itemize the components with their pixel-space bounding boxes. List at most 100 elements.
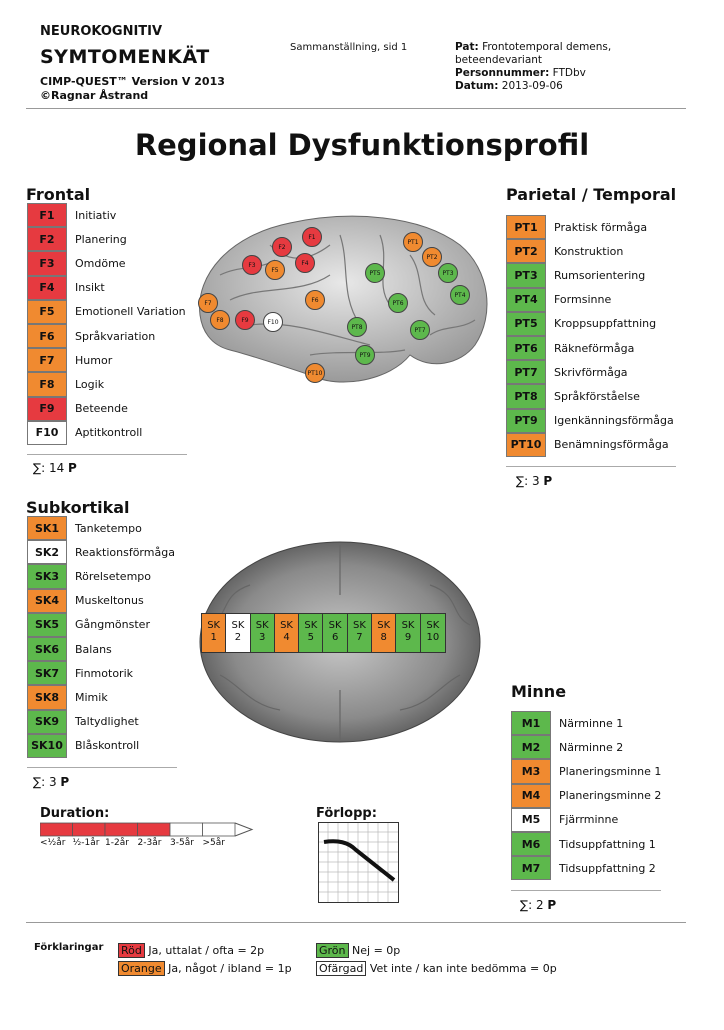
parietal-code: PT6 <box>506 335 546 361</box>
subcortical-sum-value: ∑: 3 <box>33 775 57 789</box>
date-value: 2013-09-06 <box>501 80 563 92</box>
legend-white-text: Vet inte / kan inte bedömma = 0p <box>369 962 557 975</box>
subcortical-sum-unit: P <box>60 775 70 789</box>
parietal-item-pt7: PT7 Skrivförmåga <box>506 360 674 385</box>
parietal-label: Kroppsuppfattning <box>554 317 657 331</box>
subcortical-divider <box>27 767 177 768</box>
sk-bar-prefix: SK <box>255 620 269 631</box>
duration-segment <box>104 822 138 837</box>
subcortical-code: SK5 <box>27 612 67 637</box>
brain-dot-pt3: PT3 <box>438 263 458 283</box>
memory-code: M6 <box>511 831 551 857</box>
legend-white-swatch: Ofärgad <box>316 961 367 976</box>
pat-value-1: Frontotemporal demens, <box>482 41 612 53</box>
pnr-label: Personnummer: <box>455 67 550 79</box>
legend-orange-swatch: Orange <box>118 961 165 976</box>
parietal-label: Räkneförmåga <box>554 341 635 355</box>
subcortical-label: Tanketempo <box>75 521 142 535</box>
sk-bar-number: 2 <box>234 632 242 643</box>
duration-segment <box>137 822 171 837</box>
parietal-label: Konstruktion <box>554 244 624 258</box>
sk-bar-number: 3 <box>259 632 266 643</box>
memory-label: Planeringsminne 2 <box>559 789 662 803</box>
brain-dot-f10: F10 <box>263 312 283 332</box>
patient-info: Pat: Frontotemporal demens, beteendevari… <box>455 41 611 93</box>
subcortical-code: SK1 <box>27 516 67 541</box>
memory-label: Fjärrminne <box>559 813 619 827</box>
parietal-label: Skrivförmåga <box>554 365 628 379</box>
duration-label: 2-3år <box>137 838 162 848</box>
footer-divider <box>26 922 686 923</box>
parietal-label: Igenkänningsförmåga <box>554 414 674 428</box>
memory-label: Tidsuppfattning 2 <box>559 861 656 875</box>
subcortical-label: Rörelsetempo <box>75 569 151 583</box>
form-name-line2: SYMTOMENKÄT <box>40 46 210 68</box>
memory-label: Tidsuppfattning 1 <box>559 837 656 851</box>
duration-scale <box>39 822 255 842</box>
form-version: CIMP-QUEST™ Version V 2013 <box>40 75 225 88</box>
legend-orange-text: Ja, något / ibland = 1p <box>168 962 292 975</box>
frontal-label: Omdöme <box>75 256 126 270</box>
subcortical-item-sk1: SK1 Tanketempo <box>27 516 175 541</box>
parietal-label: Praktisk förmåga <box>554 220 648 234</box>
forlopp-title: Förlopp: <box>316 806 377 821</box>
header-divider <box>26 108 686 109</box>
frontal-label: Insikt <box>75 281 105 295</box>
brain-dot-pt6: PT6 <box>388 293 408 313</box>
frontal-item-f4: F4 Insikt <box>27 275 186 300</box>
subcortical-label: Gångmönster <box>75 618 150 632</box>
legend-green: Grön Nej = 0p <box>316 943 400 958</box>
memory-code: M5 <box>511 807 551 832</box>
parietal-code: PT7 <box>506 360 546 385</box>
frontal-code: F1 <box>27 203 67 228</box>
duration-label: <½år <box>40 838 66 848</box>
parietal-sum: ∑: 3 P <box>516 474 552 488</box>
frontal-code: F10 <box>27 420 67 445</box>
frontal-code: F5 <box>27 299 67 324</box>
form-name-line1: NEUROKOGNITIV <box>40 24 163 39</box>
sk-bar-number: 8 <box>380 632 387 643</box>
parietal-code: PT2 <box>506 239 546 264</box>
brain-dot-pt8: PT8 <box>347 317 367 337</box>
frontal-code: F4 <box>27 275 67 300</box>
frontal-code: F6 <box>27 323 67 349</box>
memory-label: Planeringsminne 1 <box>559 764 662 778</box>
sk-bar-prefix: SK <box>304 620 318 631</box>
subcortical-label: Reaktionsförmåga <box>75 545 175 559</box>
sk-bar-number: 1 <box>210 632 217 643</box>
duration-label: 3-5år <box>170 838 194 848</box>
frontal-title: Frontal <box>26 185 91 204</box>
frontal-label: Emotionell Variation <box>75 305 186 319</box>
brain-dot-pt7: PT7 <box>410 320 430 340</box>
brain-dot-pt5: PT5 <box>365 263 385 283</box>
memory-item-m5: M5 Fjärrminne <box>511 807 661 832</box>
duration-segment <box>72 822 106 837</box>
brain-dot-pt1: PT1 <box>403 232 423 252</box>
parietal-code: PT5 <box>506 311 546 336</box>
sk-bar-prefix: SK <box>401 620 415 631</box>
subcortical-code: SK3 <box>27 564 67 589</box>
subcortical-sum: ∑: 3 P <box>33 775 69 789</box>
parietal-code: PT4 <box>506 287 546 312</box>
memory-sum-unit: P <box>547 898 557 912</box>
frontal-sum: ∑: 14 P <box>33 461 77 475</box>
brain-dot-f2: F2 <box>272 237 292 257</box>
parietal-title: Parietal / Temporal <box>506 185 677 204</box>
memory-label: Närminne 1 <box>559 716 624 730</box>
subcortical-code: SK4 <box>27 588 67 613</box>
